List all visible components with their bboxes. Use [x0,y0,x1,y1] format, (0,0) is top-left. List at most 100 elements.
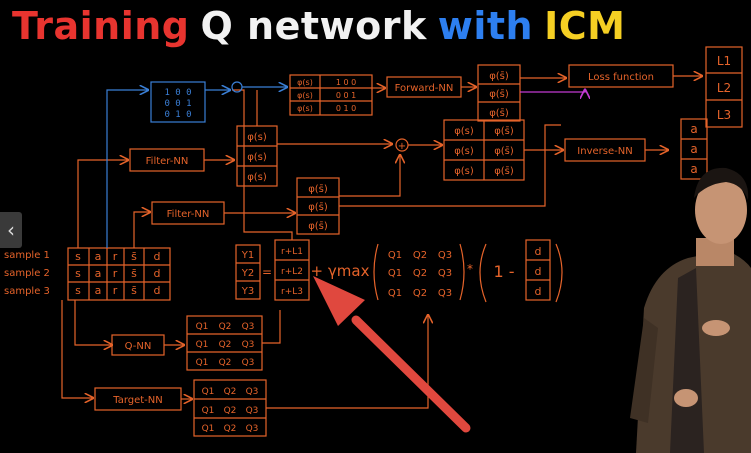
sample-cell-a: a [95,267,102,280]
red-pointer-arrow [313,276,471,433]
forward-input-cell: 0 1 0 [336,104,356,113]
q-table-cell: Q2 [219,340,232,350]
forward-output-column [477,64,521,122]
one-hot-matrix [150,81,206,123]
concat-cell: φ(s) [454,126,474,137]
loss-function-label: Loss function [588,72,654,83]
target-table-cell: Q1 [202,406,215,416]
inverse-output-cell: a [690,122,697,136]
eq-q-cell: Q1 [388,288,402,299]
sample-label: sample 2 [4,268,50,279]
target-table-cell: Q3 [246,387,259,397]
sample-cell-s: s [75,284,81,297]
q-table-cell: Q3 [242,358,255,368]
concat-cell: φ(s) [454,166,474,177]
q-nn-box [111,334,165,356]
sample-cell-a: a [95,250,102,263]
d-cell: d [535,265,542,278]
times-sign: * [467,262,473,276]
q-table-cell: Q1 [196,358,209,368]
forward-output-cell: φ(s̄) [489,89,509,100]
one-hot-row: 0 0 1 [164,99,191,109]
inverse-output-column [680,118,708,180]
title-word-training: Training [12,4,190,48]
eq-q-cell: Q2 [413,268,427,279]
target-nn-label: Target-NN [112,395,163,406]
eq-q-cell: Q3 [438,268,452,279]
eq-q-cell: Q3 [438,288,452,299]
one-minus: 1 - [493,262,514,281]
target-table-cell: Q2 [224,406,237,416]
sample-cell-s: s [75,250,81,263]
phi-s-cell: φ(s) [247,152,267,163]
eq-q-cell: Q3 [438,250,452,261]
concat-cell: φ(s̄) [494,146,514,157]
q-table-cell: Q2 [219,358,232,368]
equals-sign: = [262,265,272,279]
sample-cell-d: d [154,250,161,263]
forward-input-cell: 1 0 0 [336,78,356,87]
forward-input-cell: φ(s) [297,104,313,113]
loss-cell: L1 [717,54,731,68]
eq-q-cell: Q2 [413,288,427,299]
filter-nn-top-label: Filter-NN [146,156,189,167]
r-plus-l-cell: r+L3 [281,287,303,297]
target-table-cell: Q2 [224,387,237,397]
previous-slide-button[interactable]: ‹ [0,212,22,248]
target-table-cell: Q1 [202,424,215,434]
d-column [525,239,551,301]
q-table-cell: Q3 [242,322,255,332]
phi-s-cell: φ(s) [247,132,267,143]
sample-cell-d: d [154,284,161,297]
sample-cell-s: s [75,267,81,280]
q-table-cell: Q1 [196,322,209,332]
sample-cell-s2: s̄ [131,284,137,297]
target-table-cell: Q3 [246,424,259,434]
forward-nn-label: Forward-NN [395,83,454,94]
eq-q-cell: Q1 [388,250,402,261]
loss-cell: L2 [717,81,731,95]
concat-cell: φ(s̄) [494,166,514,177]
r-plus-l-cell: r+L2 [281,267,303,277]
sample-cell-d: d [154,267,161,280]
concat-cell: φ(s̄) [494,126,514,137]
phi-s2-cell: φ(s̄) [308,202,328,213]
q-nn-label: Q-NN [125,341,152,352]
phi-s2-cell: φ(s̄) [308,184,328,195]
sample-label: sample 3 [4,286,50,297]
inverse-nn-label: Inverse-NN [577,146,632,157]
sample-cell-r: r [113,250,118,263]
title-word-with: with [437,4,534,48]
inverse-output-cell: a [690,142,697,156]
title-word-q-network: Q network [200,4,427,48]
d-cell: d [535,285,542,298]
target-table-cell: Q2 [224,424,237,434]
sample-cell-r: r [113,284,118,297]
forward-input-cell: φ(s) [297,78,313,87]
forward-output-cell: φ(s̄) [489,108,509,119]
target-table-cell: Q1 [202,387,215,397]
sample-cell-r: r [113,267,118,280]
eq-q-cell: Q1 [388,268,402,279]
d-cell: d [535,245,542,258]
loss-column [705,46,743,128]
sample-cell-s2: s̄ [131,267,137,280]
q-table-cell: Q2 [219,322,232,332]
forward-output-cell: φ(s̄) [489,71,509,82]
sample-cell-s2: s̄ [131,250,137,263]
presenter-video [630,167,751,453]
one-hot-row: 1 0 0 [164,88,191,98]
plus-gamma-max: + γmax [311,262,370,280]
forward-input-cell: 0 0 1 [336,91,356,100]
chevron-left-icon: ‹ [7,218,15,242]
y-column [235,244,261,300]
target-table-cell: Q3 [246,406,259,416]
q-table-cell: Q1 [196,340,209,350]
sample-label: sample 1 [4,250,50,261]
forward-input-table [289,74,373,116]
title-word-icm: ICM [544,4,626,48]
loss-target-link [520,90,585,92]
concat-plus-label: + [398,141,406,152]
